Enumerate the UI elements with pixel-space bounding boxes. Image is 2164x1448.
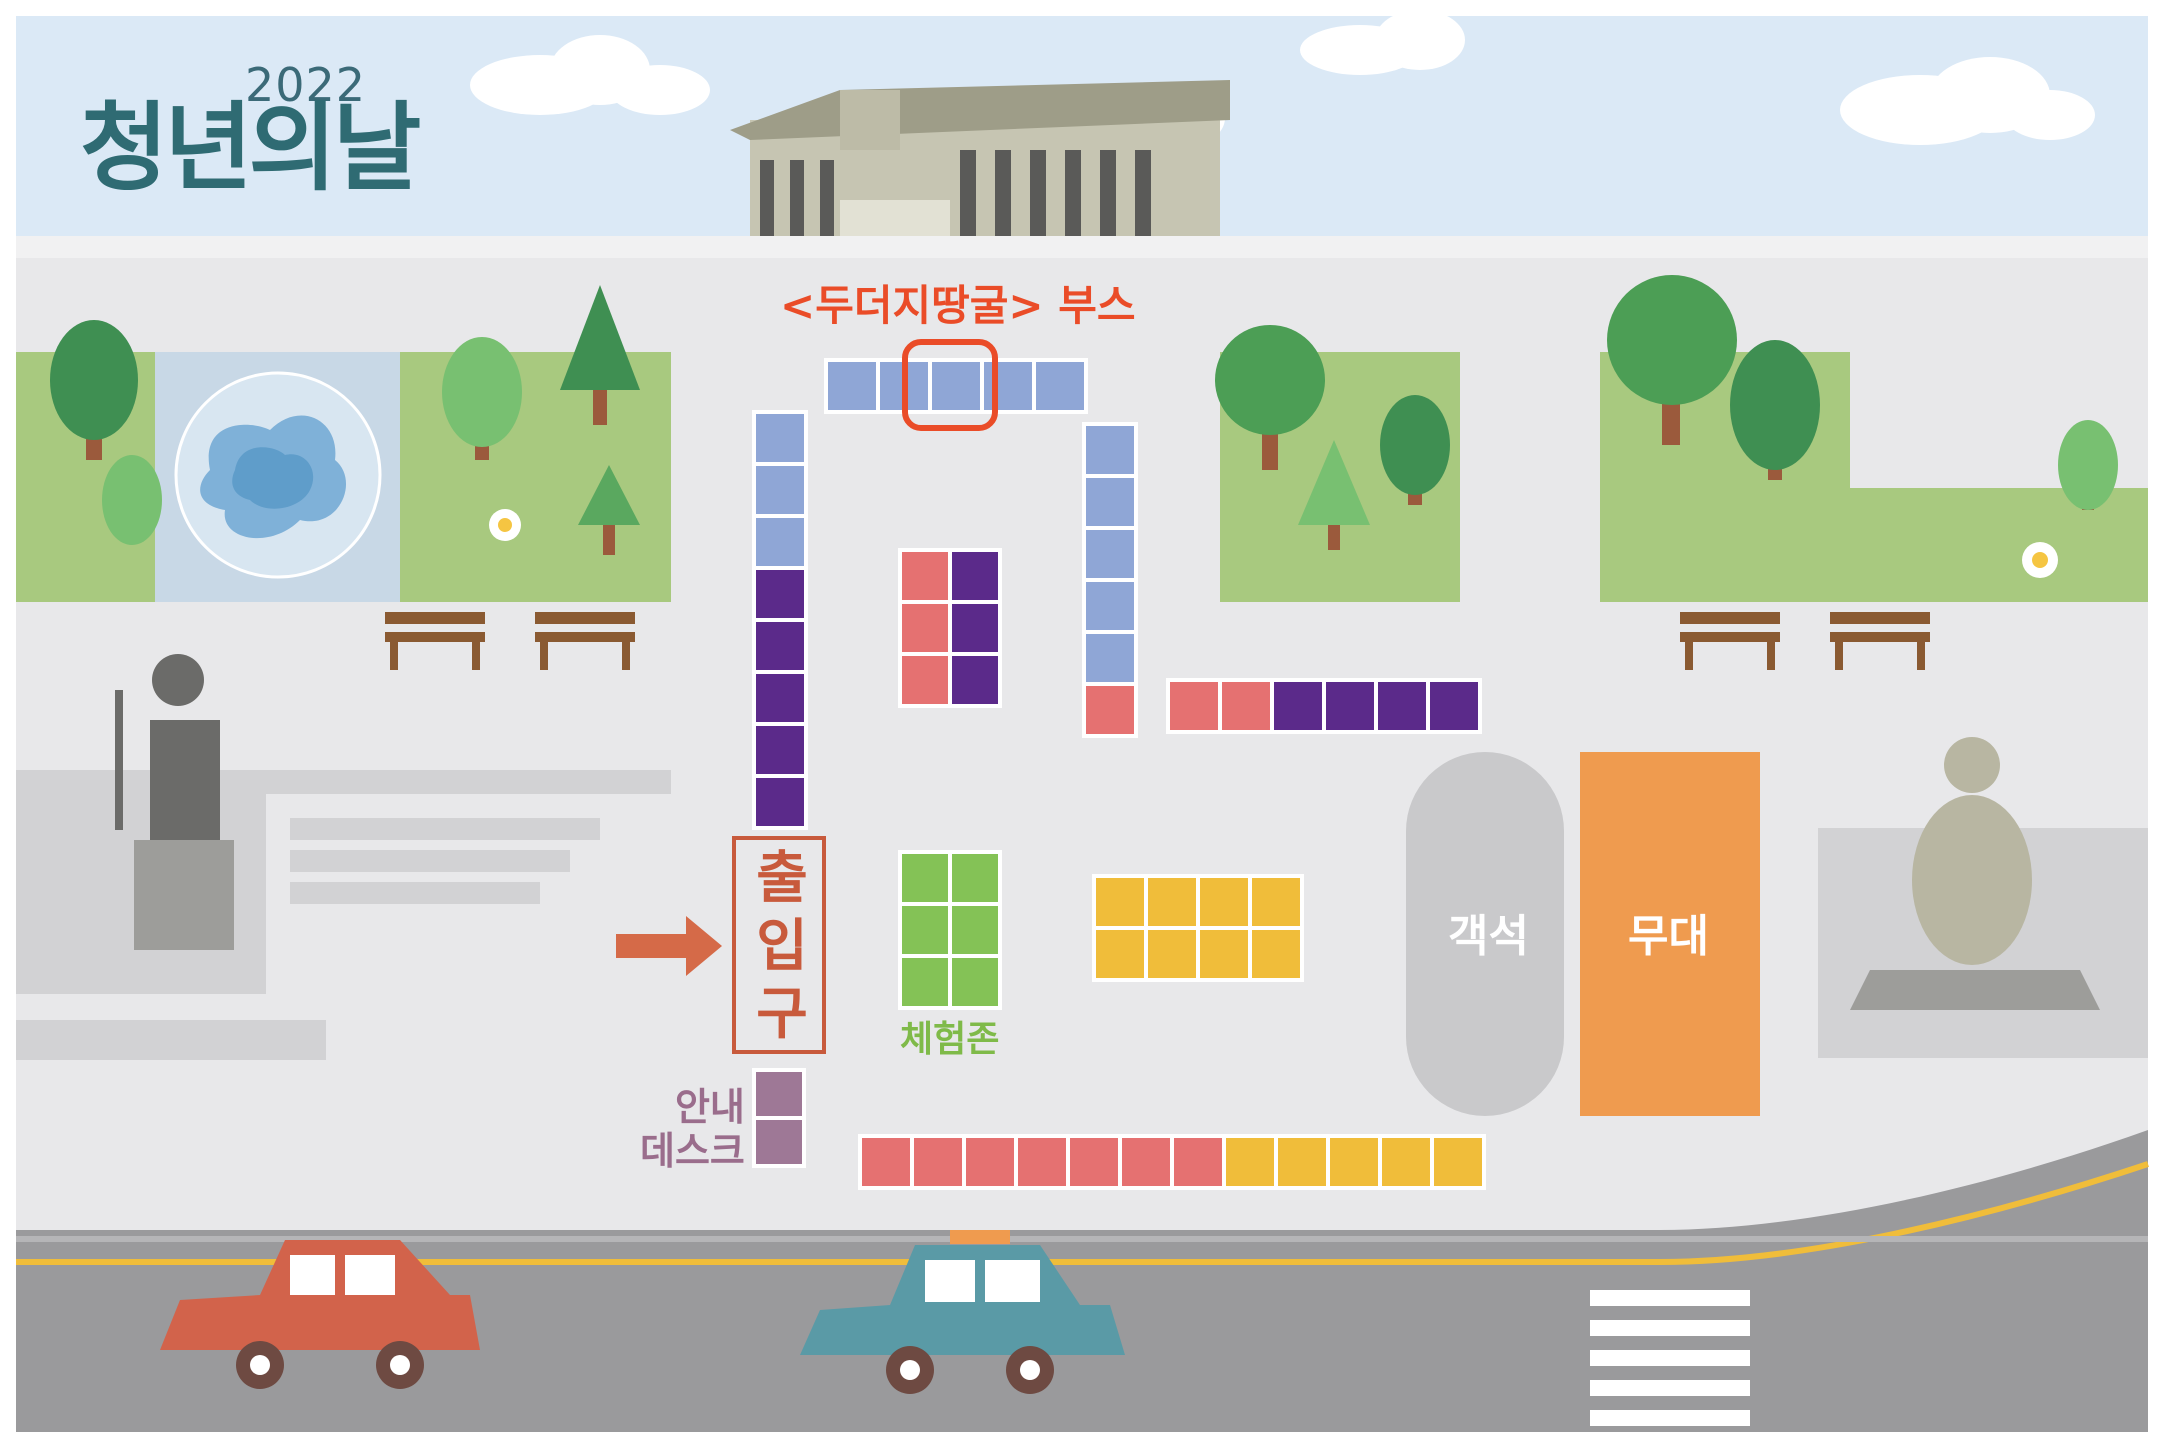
booth-cell[interactable] <box>948 954 1002 1010</box>
booth-cell[interactable] <box>752 410 808 466</box>
booth-cell[interactable] <box>898 954 952 1010</box>
booth-cell[interactable] <box>948 850 1002 906</box>
tree-icon <box>1215 325 1450 550</box>
info-desk-line2: 데스크 <box>640 1129 745 1173</box>
booth-cell[interactable] <box>752 566 808 622</box>
entrance-box[interactable] <box>732 836 826 1054</box>
booth-cell[interactable] <box>1092 926 1148 982</box>
booth-cell[interactable] <box>858 1134 914 1190</box>
booth-cell[interactable] <box>898 850 952 906</box>
booth-cell[interactable] <box>910 1134 966 1190</box>
booth-cell[interactable] <box>1082 422 1138 478</box>
booth-cell[interactable] <box>1066 1134 1122 1190</box>
booth-cell[interactable] <box>1196 926 1252 982</box>
booth-cell[interactable] <box>1426 678 1482 734</box>
statue-icon <box>1818 737 2148 1058</box>
booth-callout-label: <두더지땅굴> 부스 <box>780 281 1136 330</box>
booth-cell[interactable] <box>1092 874 1148 930</box>
crosswalk-icon <box>1590 1290 1750 1426</box>
booth-cell[interactable] <box>1378 1134 1434 1190</box>
booth-cell[interactable] <box>948 548 1002 604</box>
flower-icon <box>489 509 521 541</box>
booth-cell[interactable] <box>1166 678 1222 734</box>
booth-cell[interactable] <box>1274 1134 1330 1190</box>
stage-label: 무대 <box>1628 911 1709 962</box>
booth-cell[interactable] <box>1270 678 1326 734</box>
booth-grid <box>752 358 1486 1190</box>
booth-cell[interactable] <box>752 1116 806 1168</box>
info-desk-label: 안내 데스크 <box>640 1085 745 1173</box>
booth-cell[interactable] <box>948 600 1002 656</box>
booth-cell[interactable] <box>898 548 952 604</box>
statue-icon <box>115 654 234 950</box>
booth-cell[interactable] <box>928 358 984 414</box>
booth-cell[interactable] <box>752 618 808 674</box>
seats-area[interactable] <box>1406 752 1564 1116</box>
booth-cell[interactable] <box>898 652 952 708</box>
pond-icon <box>174 371 382 579</box>
booth-cell[interactable] <box>824 358 880 414</box>
building-icon <box>730 80 1230 240</box>
entrance-label: 출입구 <box>756 846 808 1047</box>
flower-icon <box>2022 542 2058 578</box>
booth-cell[interactable] <box>1322 678 1378 734</box>
booth-cell[interactable] <box>752 722 808 778</box>
booth-cell[interactable] <box>1144 874 1200 930</box>
booth-cell[interactable] <box>980 358 1036 414</box>
booth-cell[interactable] <box>752 670 808 726</box>
booth-highlight[interactable] <box>902 339 998 431</box>
tree-icon <box>50 285 640 555</box>
booth-cell[interactable] <box>898 600 952 656</box>
booth-cell[interactable] <box>1326 1134 1382 1190</box>
booth-cell[interactable] <box>898 902 952 958</box>
info-desk-line1: 안내 <box>674 1085 745 1129</box>
arrow-icon <box>616 916 722 976</box>
booth-cell[interactable] <box>752 1068 806 1120</box>
stage-area[interactable] <box>1580 752 1760 1116</box>
car-icon <box>160 1240 480 1389</box>
booth-cell[interactable] <box>1082 474 1138 530</box>
experience-zone-label: 체험존 <box>900 1019 1000 1060</box>
booth-cell[interactable] <box>1170 1134 1226 1190</box>
booth-cell[interactable] <box>1118 1134 1174 1190</box>
taxi-icon <box>800 1230 1125 1394</box>
booth-cell[interactable] <box>1082 578 1138 634</box>
booth-cell[interactable] <box>1248 874 1304 930</box>
booth-cell[interactable] <box>948 652 1002 708</box>
tree-icon <box>1607 275 2118 510</box>
title-year: 2022 <box>245 58 367 112</box>
booth-cell[interactable] <box>948 902 1002 958</box>
booth-cell[interactable] <box>1082 682 1138 738</box>
page-title: 청년의날 <box>80 92 421 204</box>
booth-cell[interactable] <box>1222 1134 1278 1190</box>
booth-cell[interactable] <box>1144 926 1200 982</box>
booth-cell[interactable] <box>1082 526 1138 582</box>
booth-cell[interactable] <box>1196 874 1252 930</box>
booth-cell[interactable] <box>1014 1134 1070 1190</box>
booth-cell[interactable] <box>962 1134 1018 1190</box>
booth-cell[interactable] <box>752 462 808 518</box>
seats-label: 객석 <box>1448 911 1529 962</box>
booth-cell[interactable] <box>1248 926 1304 982</box>
booth-cell[interactable] <box>1082 630 1138 686</box>
booth-cell[interactable] <box>1374 678 1430 734</box>
booth-cell[interactable] <box>1218 678 1274 734</box>
booth-cell[interactable] <box>752 514 808 570</box>
booth-cell[interactable] <box>752 774 808 830</box>
bench-icon <box>385 612 1930 670</box>
booth-cell[interactable] <box>1032 358 1088 414</box>
booth-cell[interactable] <box>1430 1134 1486 1190</box>
